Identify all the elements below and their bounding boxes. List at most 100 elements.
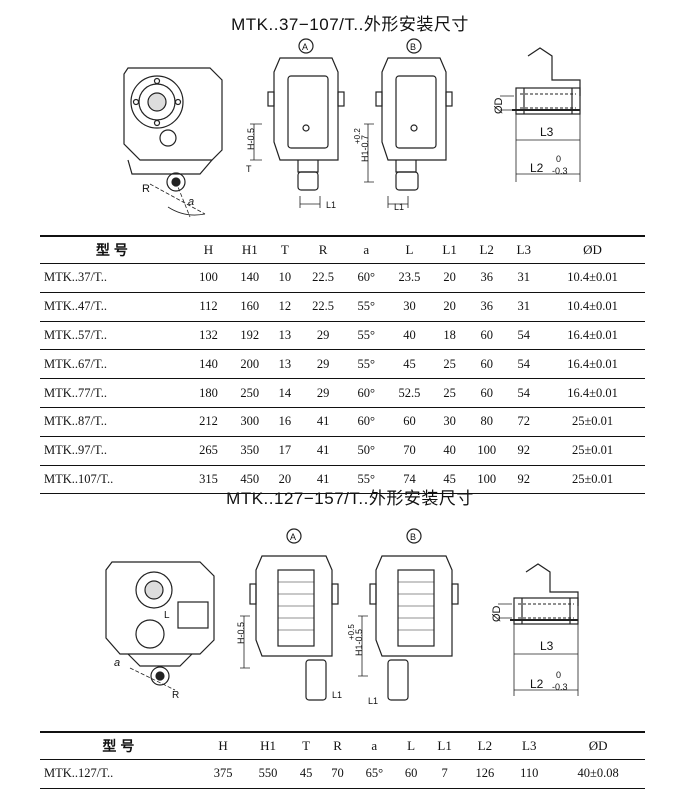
view-a-marker: A xyxy=(302,42,308,52)
label-l2-2: L2 xyxy=(530,677,544,691)
value-cell: 18 xyxy=(443,327,456,342)
value-cell: 16 xyxy=(278,414,292,429)
value-cell: 300 xyxy=(240,414,260,429)
label-l3: L3 xyxy=(540,125,554,139)
col-header: L2 xyxy=(479,242,494,257)
value-cell: 100 xyxy=(477,471,497,486)
value-cell: 22.5 xyxy=(312,299,335,314)
value-cell: 60 xyxy=(480,356,493,371)
shaft-detail-drawing xyxy=(500,47,581,182)
value-cell: 30 xyxy=(403,299,416,314)
value-cell: 25±0.01 xyxy=(571,443,614,458)
value-cell: 110 xyxy=(520,766,539,781)
spec-table-2: 型号 H H1 T R a L L1 L2 L3 ØD MTK..127/T..… xyxy=(40,731,645,789)
view-b-marker: B xyxy=(410,42,416,52)
col-header: L xyxy=(407,738,416,753)
value-cell: 60 xyxy=(480,327,493,342)
value-cell: 25 xyxy=(443,356,456,371)
model-cell: MTK..67/T.. xyxy=(44,356,107,371)
model-cell: MTK..77/T.. xyxy=(44,385,107,400)
value-cell: 55° xyxy=(357,356,376,371)
label-a-2: a xyxy=(114,657,120,669)
model-cell: MTK..37/T.. xyxy=(44,270,107,285)
label-l1-2a: L1 xyxy=(332,690,342,700)
value-cell: 41 xyxy=(316,443,330,458)
value-cell: 54 xyxy=(517,356,530,371)
col-header: L2 xyxy=(477,738,493,753)
value-cell: 13 xyxy=(278,356,292,371)
shaft-detail-drawing-2 xyxy=(498,563,579,696)
label-h1-tol-top: +0.2 xyxy=(353,128,362,144)
view-a-drawing-2 xyxy=(240,528,339,701)
front-view-drawing-2 xyxy=(105,561,215,691)
value-cell: 10 xyxy=(278,270,292,285)
value-cell: 100 xyxy=(199,270,218,285)
value-cell: 50° xyxy=(357,443,376,458)
value-cell: 160 xyxy=(240,299,260,314)
value-cell: 55° xyxy=(357,327,376,342)
view-a-marker-2: A xyxy=(290,532,296,542)
value-cell: 16.4±0.01 xyxy=(567,327,618,342)
value-cell: 23.5 xyxy=(398,270,421,285)
col-header: a xyxy=(371,738,378,753)
value-cell: 100 xyxy=(477,443,497,458)
label-h-tol: H-0.5 xyxy=(246,128,256,150)
value-cell: 60° xyxy=(357,385,376,400)
value-cell: 250 xyxy=(240,385,260,400)
label-l2-tol-top-2: 0 xyxy=(556,670,561,680)
col-header: L3 xyxy=(516,242,531,257)
label-l2-tol-bottom: -0.3 xyxy=(552,166,568,176)
label-h-tol-2: H-0.5 xyxy=(236,622,246,644)
value-cell: 450 xyxy=(240,471,260,486)
value-cell: 265 xyxy=(199,443,218,458)
col-header: H xyxy=(203,242,214,257)
table-header-row: 型号 H H1 T R a L L1 L2 L3 ØD xyxy=(40,732,645,760)
value-cell: 36 xyxy=(480,299,493,314)
value-cell: 60 xyxy=(480,385,493,400)
col-header: H1 xyxy=(260,738,276,753)
label-l2: L2 xyxy=(530,161,544,175)
value-cell: 74 xyxy=(403,471,416,486)
label-r-2: R xyxy=(172,690,179,701)
value-cell: 60 xyxy=(403,414,416,429)
value-cell: 80 xyxy=(480,414,493,429)
col-header: 型号 xyxy=(95,243,132,259)
value-cell: 132 xyxy=(199,327,218,342)
model-cell: MTK..97/T.. xyxy=(44,443,107,458)
value-cell: 52.5 xyxy=(398,385,421,400)
value-cell: 200 xyxy=(240,356,260,371)
value-cell: 126 xyxy=(475,766,495,781)
value-cell: 29 xyxy=(316,327,330,342)
view-b-drawing xyxy=(364,38,453,208)
value-cell: 13 xyxy=(278,327,292,342)
col-header: ØD xyxy=(583,242,602,257)
value-cell: 60 xyxy=(404,766,418,781)
value-cell: 7 xyxy=(441,766,448,781)
col-header: a xyxy=(363,242,370,257)
value-cell: 25±0.01 xyxy=(571,414,614,429)
value-cell: 550 xyxy=(258,766,278,781)
col-header: H xyxy=(218,738,228,753)
value-cell: 60° xyxy=(357,414,376,429)
label-d: ØD xyxy=(493,97,505,114)
value-cell: 14 xyxy=(278,385,292,400)
value-cell: 20 xyxy=(443,270,456,285)
label-l1-2b: L1 xyxy=(368,696,378,706)
col-header: H1 xyxy=(241,242,258,257)
value-cell: 350 xyxy=(240,443,260,458)
label-l1-a: L1 xyxy=(326,200,336,210)
value-cell: 40 xyxy=(403,327,416,342)
value-cell: 55° xyxy=(357,471,376,486)
value-cell: 17 xyxy=(278,443,292,458)
label-l1-b: L1 xyxy=(394,202,404,212)
value-cell: 31 xyxy=(517,299,530,314)
value-cell: 10.4±0.01 xyxy=(567,270,618,285)
